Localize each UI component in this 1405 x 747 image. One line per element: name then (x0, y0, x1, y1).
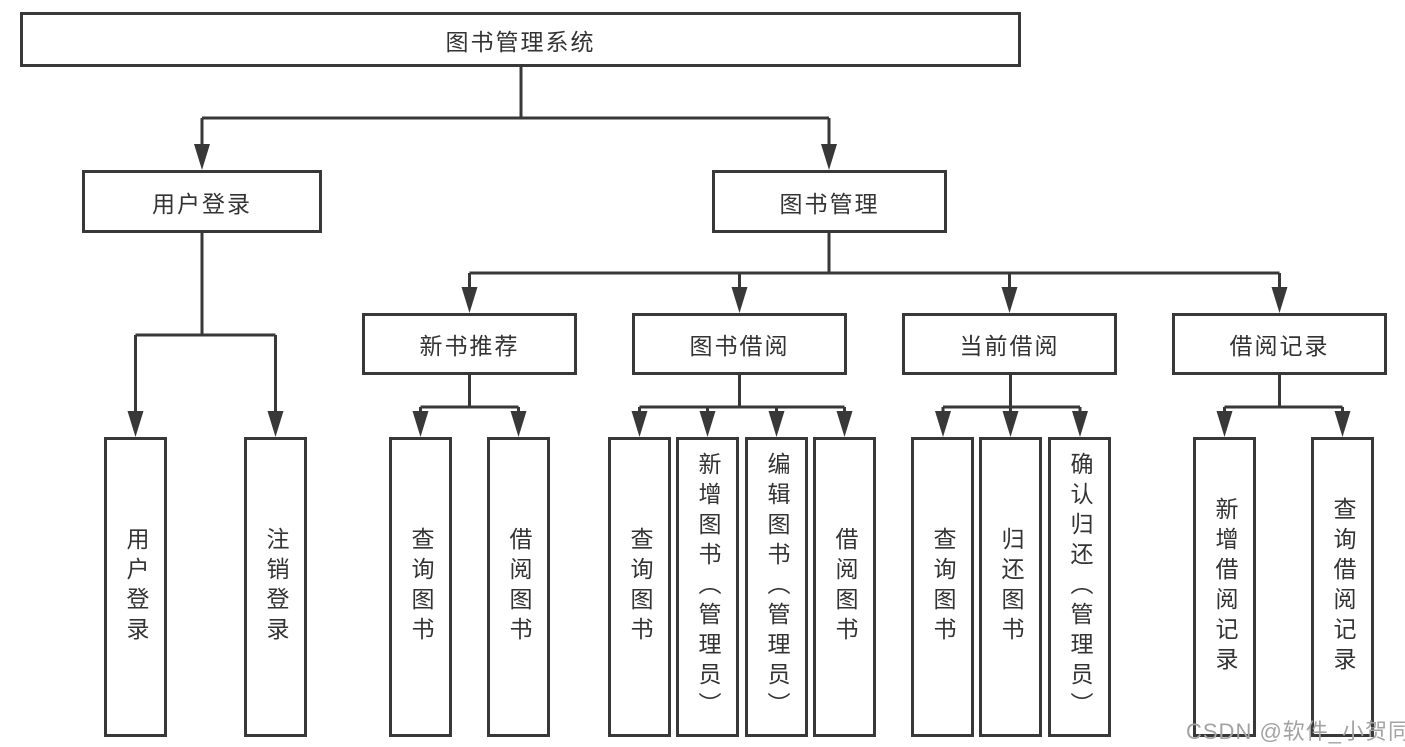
leaf-borrow-books-recommend: 借阅图书 (487, 437, 550, 737)
node-root-system: 图书管理系统 (20, 12, 1021, 67)
leaf-edit-books-admin: 编辑图书（管理员） (745, 437, 808, 737)
leaf-label: 用户登录 (123, 527, 149, 647)
leaf-label: 查询图书 (408, 527, 434, 647)
connector-arrowheads (127, 144, 1351, 437)
leaf-logout: 注销登录 (244, 437, 307, 737)
node-borrow-records: 借阅记录 (1172, 313, 1387, 375)
node-book-borrow: 图书借阅 (632, 313, 847, 375)
leaf-query-books-current: 查询图书 (911, 437, 974, 737)
node-new-book-recommend: 新书推荐 (362, 313, 577, 375)
leaf-label: 归还图书 (998, 527, 1024, 647)
leaf-add-books-admin: 新增图书（管理员） (676, 437, 739, 737)
leaf-query-borrow-record: 查询借阅记录 (1311, 437, 1374, 737)
node-root-label: 图书管理系统 (445, 28, 596, 55)
leaf-label: 查询图书 (627, 527, 653, 647)
leaf-borrow-books: 借阅图书 (813, 437, 876, 737)
leaf-return-books: 归还图书 (979, 437, 1042, 737)
node-label: 图书借阅 (689, 333, 790, 359)
leaf-label: 查询借阅记录 (1330, 497, 1356, 677)
node-label: 用户登录 (152, 190, 252, 217)
node-label: 借阅记录 (1229, 333, 1330, 359)
watermark: CSDN @软件_小贺同学 (1186, 719, 1405, 744)
leaf-add-borrow-record: 新增借阅记录 (1193, 437, 1256, 737)
leaf-label: 新增借阅记录 (1212, 497, 1238, 677)
node-book-management: 图书管理 (712, 170, 947, 233)
leaf-query-books-recommend: 查询图书 (389, 437, 452, 737)
connector-edges (134, 67, 1344, 419)
leaf-user-login: 用户登录 (104, 437, 167, 737)
node-label: 图书管理 (779, 190, 880, 217)
node-current-borrow: 当前借阅 (902, 313, 1117, 375)
leaf-label: 注销登录 (263, 527, 289, 647)
leaf-query-books-borrow: 查询图书 (608, 437, 671, 737)
node-label: 新书推荐 (419, 333, 520, 359)
leaf-label: 借阅图书 (832, 527, 858, 647)
leaf-label: 确认归还（管理员） (1067, 452, 1093, 722)
leaf-label: 查询图书 (930, 527, 956, 647)
leaf-label: 编辑图书（管理员） (764, 452, 790, 722)
leaf-label: 新增图书（管理员） (695, 452, 721, 722)
node-user-login: 用户登录 (82, 170, 322, 233)
leaf-confirm-return-admin: 确认归还（管理员） (1048, 437, 1111, 737)
leaf-label: 借阅图书 (506, 527, 532, 647)
node-label: 当前借阅 (959, 333, 1060, 359)
